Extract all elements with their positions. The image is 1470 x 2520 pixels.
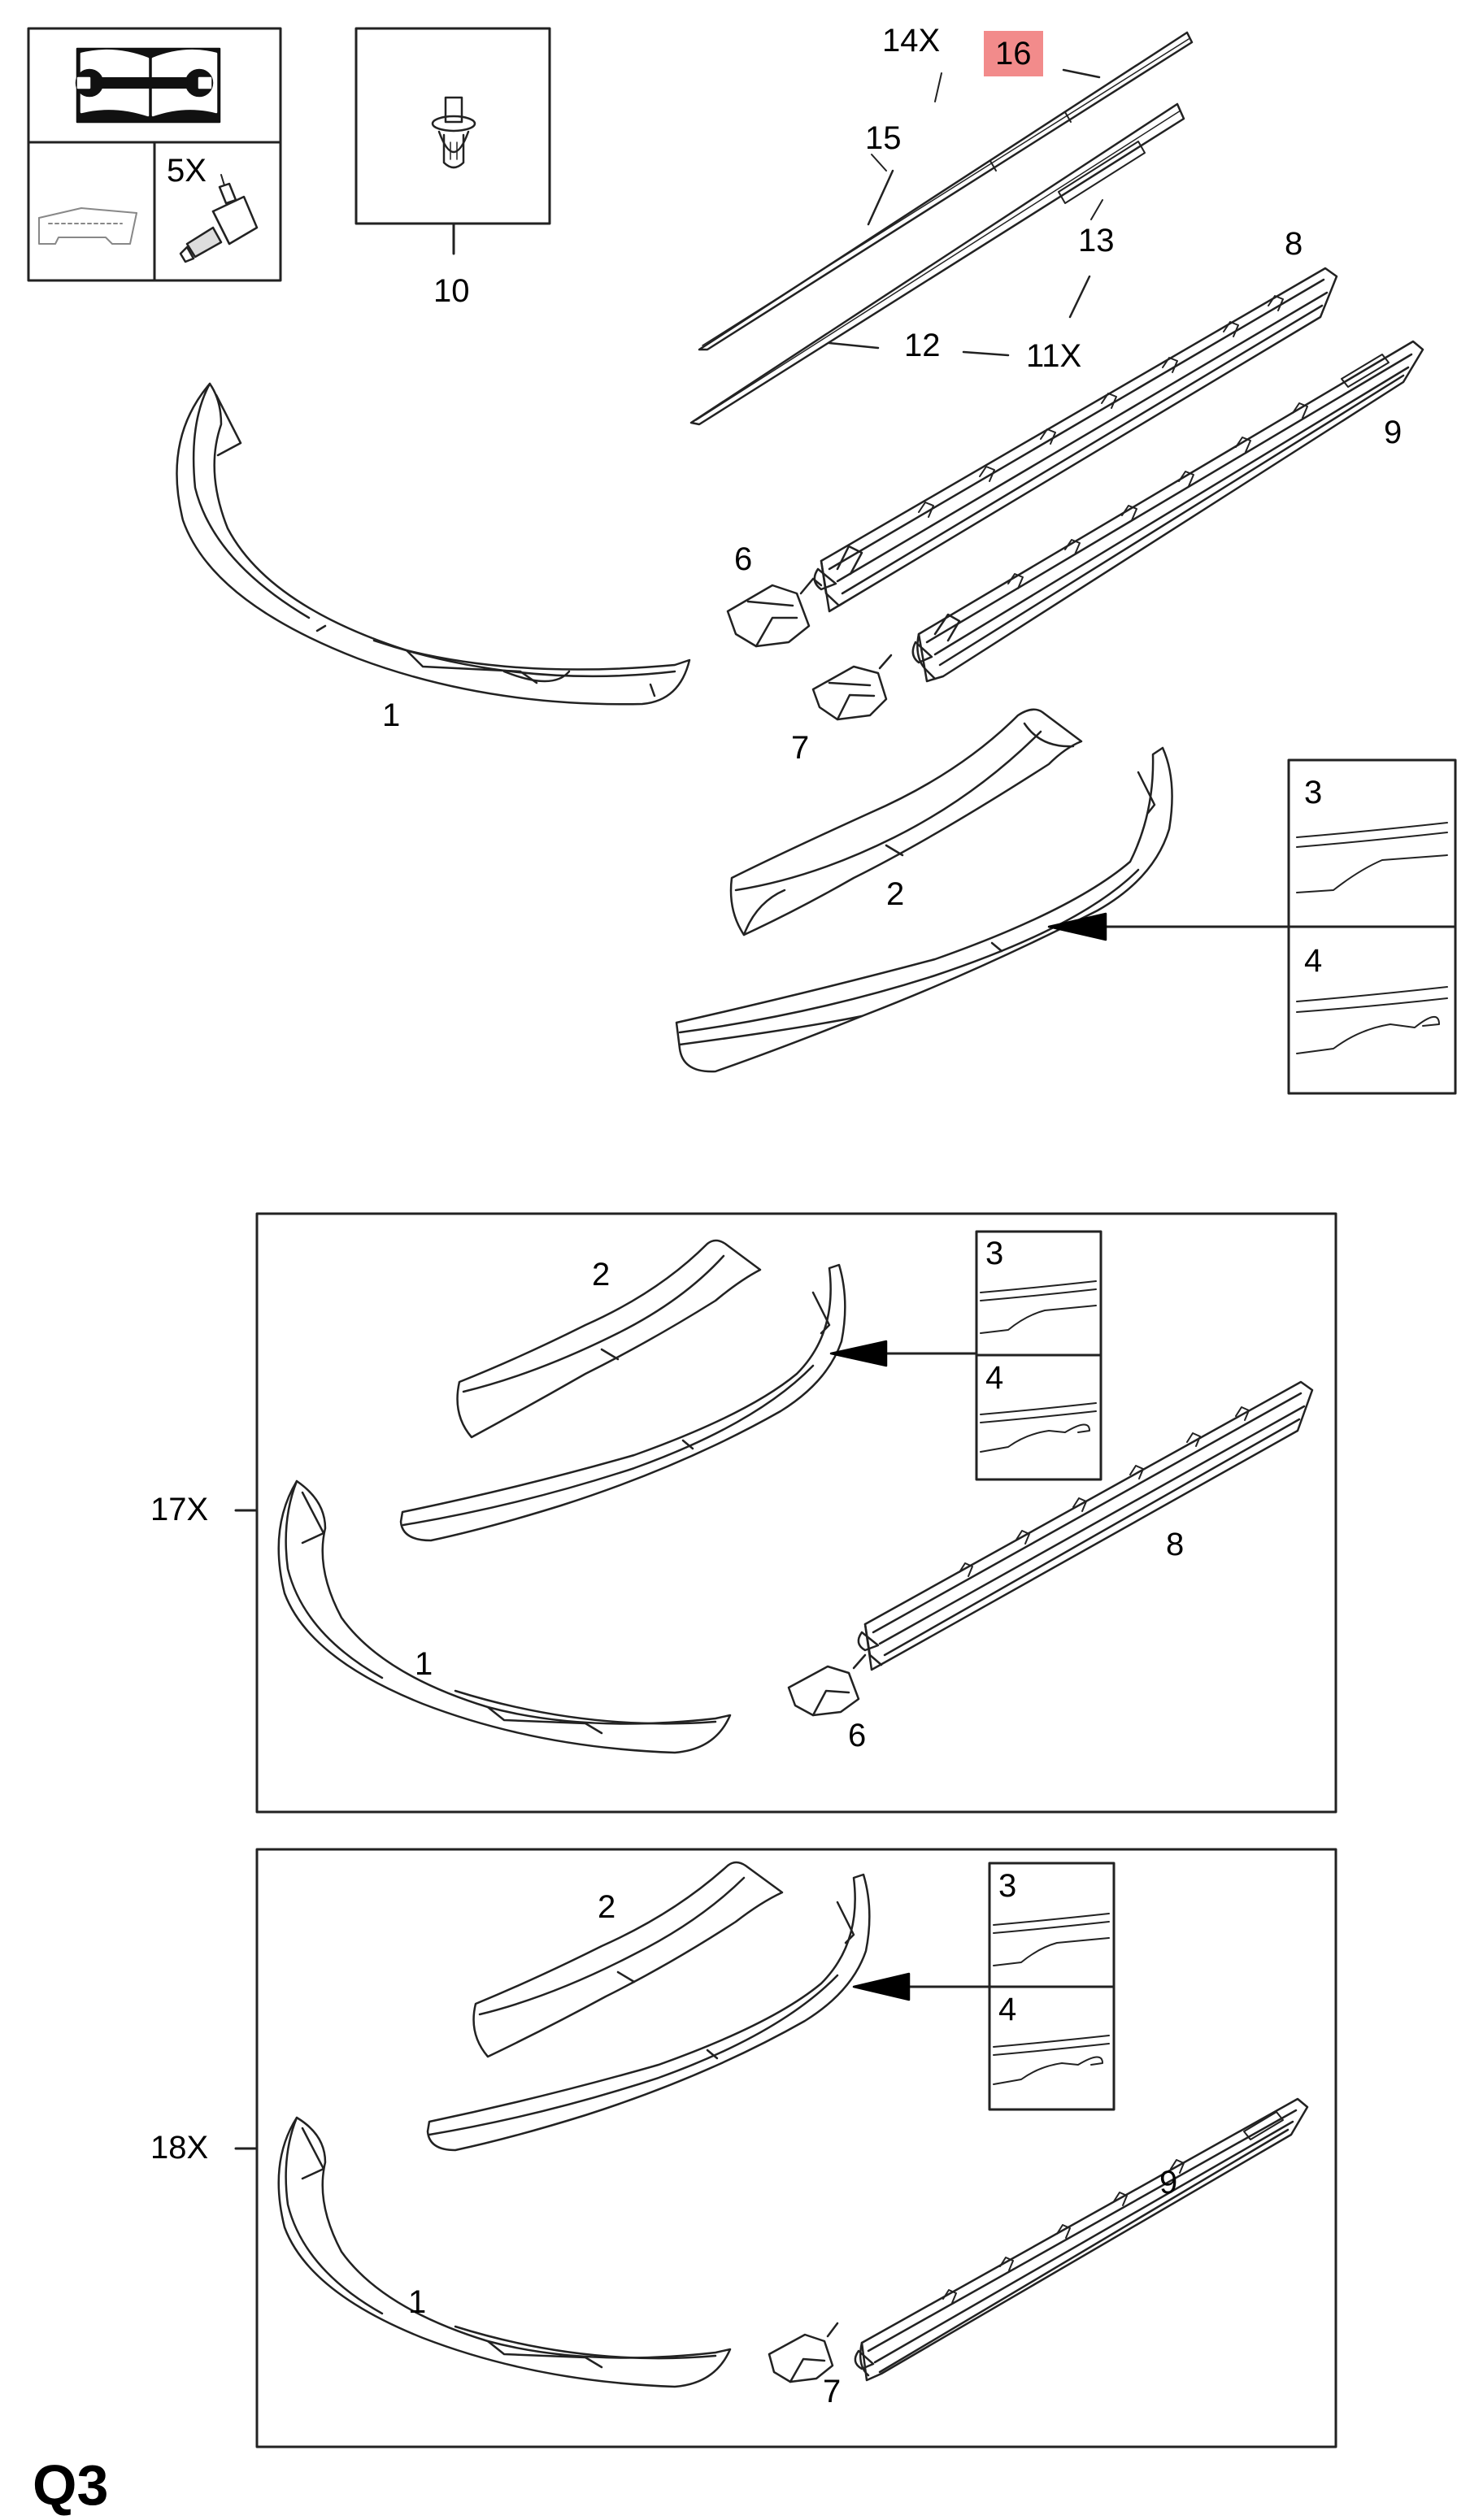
part-number-9: 9 <box>1384 415 1403 450</box>
part-number-7: 7 <box>791 730 810 766</box>
part-number-16-highlighted[interactable]: 16 <box>984 31 1043 76</box>
detail-label-4: 4 <box>1304 943 1323 979</box>
repair-manual-icon <box>76 49 220 122</box>
kit-18x-frame <box>236 1849 1336 2447</box>
part-number-6: 6 <box>734 541 753 577</box>
kit-17x-part-6: 6 <box>848 1718 867 1753</box>
reference-icon-grid <box>28 28 281 280</box>
rear-valance-part <box>676 748 1172 1071</box>
kit-17x-detail-3: 3 <box>985 1236 1004 1271</box>
adhesive-bottle-icon <box>180 175 257 262</box>
kit-label-17x: 17X <box>150 1492 209 1527</box>
side-skirt-part-9 <box>913 341 1423 681</box>
clip-part-10 <box>356 28 550 254</box>
kit-18x-detail-3: 3 <box>998 1868 1017 1904</box>
qty-label-5x: 5X <box>167 153 207 189</box>
side-skirt-part-8 <box>815 268 1337 611</box>
qty-label-11x: 11X <box>1026 338 1082 374</box>
front-spoiler-part-1 <box>176 384 689 704</box>
kit-18x-part-1: 1 <box>408 2284 427 2320</box>
page-code: Q3 <box>33 2453 109 2517</box>
kit-17x-part-1: 1 <box>415 1646 433 1682</box>
kit-17x-part-8: 8 <box>1166 1527 1185 1562</box>
part-number-1: 1 <box>382 697 401 733</box>
detail-label-3: 3 <box>1304 775 1323 810</box>
kit-label-18x: 18X <box>150 2130 209 2166</box>
kit-17x-detail-4: 4 <box>985 1360 1004 1396</box>
oil-pan-icon <box>39 208 137 244</box>
kit-17x-part-2: 2 <box>592 1257 611 1293</box>
kit-18x-part-9: 9 <box>1159 2165 1178 2201</box>
part-number-13: 13 <box>1078 223 1115 259</box>
part-number-10: 10 <box>433 273 470 309</box>
molding-part-12-13 <box>691 104 1184 424</box>
kit-18x-part-2: 2 <box>598 1889 616 1925</box>
kit-18x-detail-4: 4 <box>998 1992 1017 2027</box>
molding-part-15-16 <box>699 33 1192 350</box>
detail-box-3-4-top <box>1049 760 1455 1093</box>
clip-fastener-icon <box>433 98 475 167</box>
part-number-15: 15 <box>865 120 902 156</box>
part-number-8: 8 <box>1285 226 1303 262</box>
qty-label-14x: 14X <box>882 23 941 59</box>
part-number-12: 12 <box>904 328 941 363</box>
bracket-part-6 <box>728 579 821 646</box>
kit-18x-part-7: 7 <box>823 2374 842 2409</box>
bracket-part-7 <box>813 655 891 719</box>
part-number-2: 2 <box>886 876 905 912</box>
kit-17x-frame <box>236 1214 1336 1812</box>
roof-spoiler-part-2 <box>731 710 1081 935</box>
